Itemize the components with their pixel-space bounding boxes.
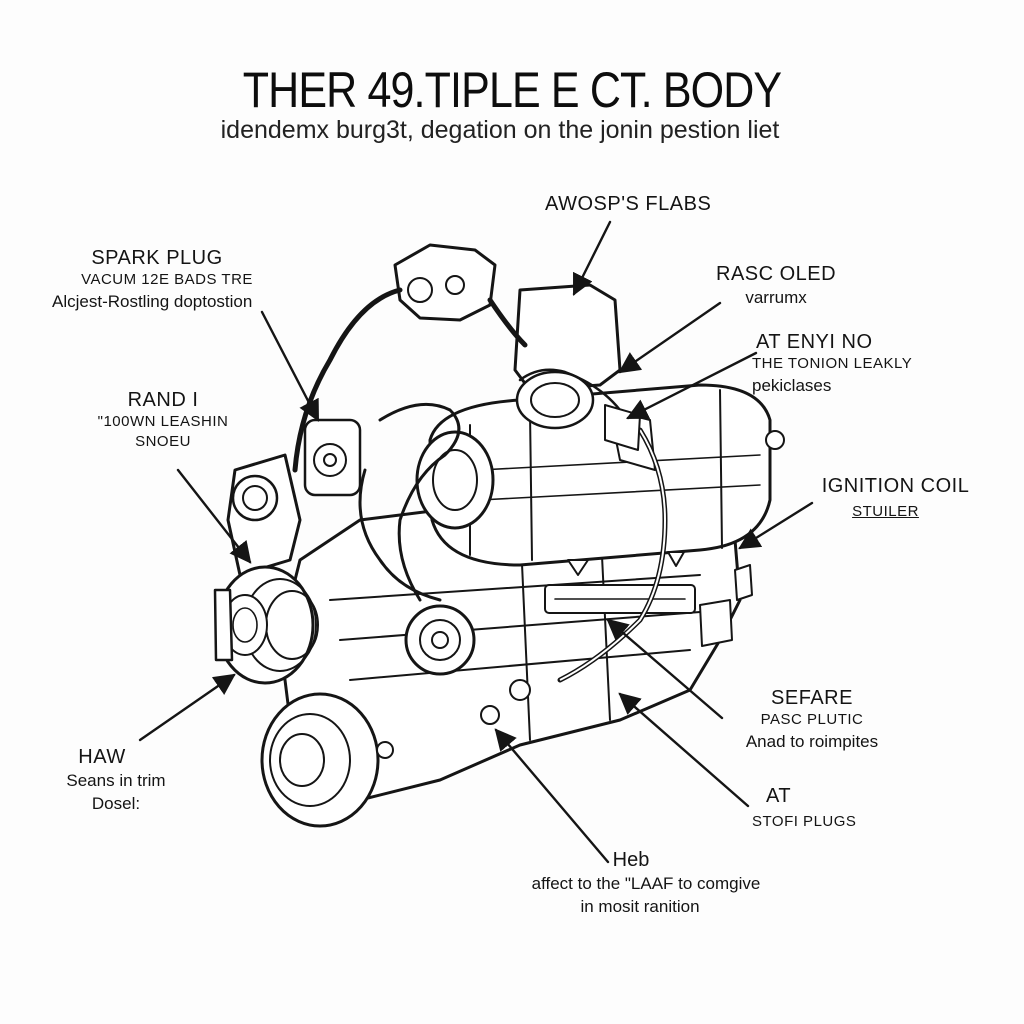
diagram-subtitle: idendemx burg3t, degation on the jonin p… <box>220 116 780 144</box>
diagram-title: THER 49.TIPLE E CT. BODY <box>242 62 782 118</box>
label-at-enyi-line1: AT ENYI NO <box>756 331 873 353</box>
label-ignition-coil: IGNITION COIL STUILER <box>808 474 983 522</box>
arrow-ignition-coil <box>738 501 814 550</box>
label-rand: RAND I "100WN LEASHIN SNOEU <box>68 388 258 452</box>
label-ignition-coil-line2: STUILER <box>852 503 919 520</box>
label-heb-line3: in mosit ranition <box>580 897 700 916</box>
label-awosp-flabs: AWOSP'S FLABS <box>545 192 711 216</box>
arrow-heb <box>494 728 610 864</box>
label-rand-line1: RAND I <box>127 389 199 411</box>
label-haw-line3: Dosel: <box>91 794 141 813</box>
label-haw-line2: Seans in trim <box>66 771 166 790</box>
arrow-haw <box>138 673 236 742</box>
label-at-plugs: AT STOFI PLUGS <box>752 784 856 832</box>
label-sefare-line1: SEFARE <box>771 687 853 709</box>
label-sefare: SEFARE PASC PLUTIC Anad to roimpites <box>722 686 902 753</box>
label-rand-line3: SNOEU <box>135 433 191 450</box>
label-at-plugs-line2: STOFI PLUGS <box>752 813 857 830</box>
sensor-housing <box>292 243 528 473</box>
label-awosp-line1: AWOSP'S FLABS <box>545 193 712 215</box>
label-rasc-oled-line1: RASC OLED <box>716 263 837 285</box>
label-sefare-line3: Anad to roimpites <box>745 732 879 751</box>
label-spark-plug-line1: SPARK PLUG <box>91 247 223 269</box>
label-spark-plug: SPARK PLUG VACUM 12E BADS TRE Alcjest-Ro… <box>52 246 352 313</box>
label-heb-line2: affect to the "LAAF to comgive <box>531 874 761 893</box>
arrow-awosp <box>572 220 612 296</box>
label-heb-line1: Heb <box>612 849 650 871</box>
label-rand-line2: "100WN LEASHIN <box>97 413 229 430</box>
label-spark-plug-line3: Alcjest-Rostling doptostion <box>52 292 253 311</box>
label-at-enyi-line2: THE TONION LEAKLY <box>752 355 913 372</box>
arrow-at-plugs <box>618 692 750 808</box>
label-heb: Heb affect to the "LAAF to comgive in mo… <box>486 848 806 918</box>
distributor <box>358 368 622 676</box>
arrow-sefare <box>606 618 724 720</box>
label-spark-plug-line2: VACUM 12E BADS TRE <box>81 271 253 288</box>
label-haw: HAW Seans in trim Dosel: <box>56 745 176 815</box>
label-at-enyi-no: AT ENYI NO THE TONION LEAKLY pekiclases <box>752 330 912 397</box>
label-sefare-line2: PASC PLUTIC <box>760 711 864 728</box>
label-at-plugs-line1: AT <box>766 785 792 807</box>
label-rasc-oled: RASC OLED varrumx <box>716 262 836 309</box>
front-pulley <box>213 565 319 685</box>
label-haw-line1: HAW <box>78 746 126 768</box>
arrow-rasc-oled <box>618 301 722 374</box>
arrow-rand <box>176 468 252 564</box>
label-rasc-oled-line2: varrumx <box>745 288 807 307</box>
arrow-spark-plug <box>260 310 320 422</box>
intake-cylinder <box>428 383 785 576</box>
label-ignition-coil-line1: IGNITION COIL <box>821 475 970 497</box>
leader-arrows <box>138 220 814 864</box>
arrow-at-enyi <box>626 351 758 420</box>
flywheel <box>260 692 380 828</box>
label-at-enyi-line3: pekiclases <box>752 376 832 395</box>
